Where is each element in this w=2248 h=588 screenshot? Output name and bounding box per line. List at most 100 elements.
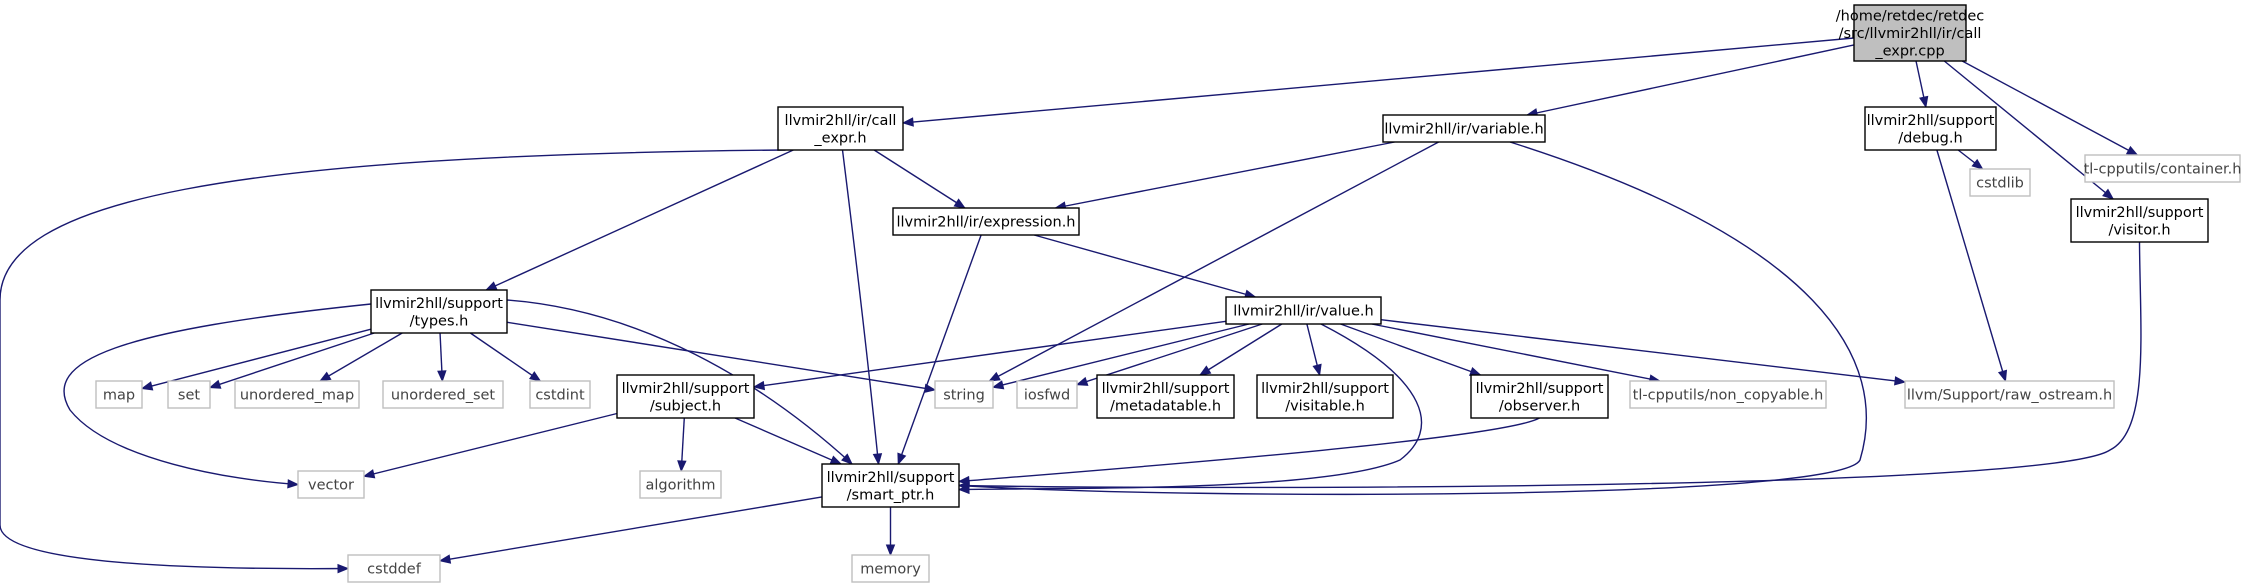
edge-variable_h-to-string (988, 141, 1439, 382)
edge-expression_h-to-smart_ptr_h (897, 234, 982, 466)
node-observer-h[interactable]: llvmir2hll/support/observer.h (1470, 374, 1609, 419)
node-label: cstddef (367, 562, 422, 578)
edge-types_h-to-map (140, 328, 372, 391)
edge-call_expr_h-to-smart_ptr_h (841, 149, 883, 466)
node-label: iosfwd (1024, 388, 1070, 404)
node-label: /visitor.h (2108, 222, 2170, 238)
edge-expression_h-to-value_h (1033, 234, 1257, 299)
edge-call_expr_h-to-cstddef (0, 149, 786, 574)
node-unordered-set: unordered_set (382, 380, 504, 409)
node-label: algorithm (646, 478, 716, 494)
edge-variable_h-to-smart_ptr_h (957, 141, 1867, 496)
edge-smart_ptr_h-to-cstddef (438, 496, 823, 564)
node-label: /types.h (410, 313, 469, 329)
node-variable-h[interactable]: llvmir2hll/ir/variable.h (1382, 114, 1546, 143)
node-label: llvmir2hll/ir/variable.h (1384, 122, 1543, 138)
edge-value_h-to-smart_ptr_h (957, 323, 1423, 495)
edge-value_h-to-visitable_h (1306, 323, 1322, 377)
node-smart-ptr-h[interactable]: llvmir2hll/support/smart_ptr.h (821, 463, 960, 508)
nodes-layer: /home/retdec/retdec/src/llvmir2hll/ir/ca… (95, 4, 2242, 583)
edge-call_expr_h-to-types_h (484, 149, 794, 291)
edge-debug_h-to-cstdlib (1957, 149, 1984, 170)
node-label: llvmir2hll/support (1102, 381, 1230, 397)
edge-debug_h-to-raw_ostream_h (1936, 149, 2008, 383)
edge-types_h-to-string (506, 321, 937, 393)
node-cstdint: cstdint (529, 380, 591, 409)
node-label: cstdlib (1976, 176, 2024, 192)
node-label: llvmir2hll/support (827, 470, 955, 486)
edge-value_h-to-raw_ostream_h (1380, 319, 1907, 386)
node-label: /visitable.h (1285, 398, 1365, 414)
edge-variable_h-to-expression_h (1054, 141, 1395, 211)
edges-layer (0, 37, 2142, 574)
node-label: tl-cpputils/container.h (2084, 162, 2242, 178)
node-map: map (95, 380, 143, 409)
edge-types_h-to-unordered_map (318, 332, 403, 382)
node-label: unordered_map (240, 388, 354, 404)
node-cstddef: cstddef (347, 554, 441, 583)
node-label: llvmir2hll/support (1867, 113, 1995, 129)
node-label: cstdint (535, 388, 585, 404)
node-iosfwd: iosfwd (1016, 380, 1078, 409)
edge-value_h-to-string (991, 323, 1250, 390)
node-label: llvm/Support/raw_ostream.h (1907, 388, 2112, 404)
edge-types_h-to-set (208, 332, 375, 389)
node-label: llvmir2hll/ir/value.h (1233, 304, 1373, 320)
edge-value_h-to-observer_h (1340, 323, 1482, 376)
edge-observer_h-to-smart_ptr_h (957, 417, 1540, 486)
node-metadatable-h[interactable]: llvmir2hll/support/metadatable.h (1096, 374, 1235, 419)
edge-main-to-variable_h (1525, 44, 1855, 118)
node-label: /smart_ptr.h (847, 487, 935, 503)
node-label: _expr.cpp (1874, 44, 1944, 60)
edge-value_h-to-non_copyable_h (1371, 323, 1662, 384)
edge-value_h-to-metadatable_h (1198, 323, 1283, 376)
edge-value_h-to-subject_h (752, 320, 1227, 391)
node-label: llvmir2hll/support (622, 381, 750, 397)
node-unordered-map: unordered_map (234, 380, 360, 409)
node-non-copyable-h: tl-cpputils/non_copyable.h (1629, 380, 1827, 409)
edge-smart_ptr_h-to-memory (885, 507, 896, 557)
node-label: /observer.h (1499, 398, 1580, 414)
node-label: /subject.h (650, 398, 721, 414)
node-label: string (943, 388, 985, 404)
edge-subject_h-to-vector (362, 412, 618, 479)
node-label: memory (860, 562, 921, 578)
node-subject-h[interactable]: llvmir2hll/support/subject.h (616, 374, 755, 419)
node-call-expr-h[interactable]: llvmir2hll/ir/call_expr.h (777, 106, 904, 151)
node-set: set (167, 380, 211, 409)
node-label: set (178, 388, 200, 404)
edge-main-to-call_expr_h (901, 37, 1855, 127)
edge-types_h-to-smart_ptr_h (506, 299, 853, 465)
node-vector: vector (297, 470, 365, 499)
edge-call_expr_h-to-expression_h (873, 149, 967, 209)
node-label: llvmir2hll/support (2076, 205, 2204, 221)
node-label: llvmir2hll/ir/expression.h (897, 215, 1076, 231)
node-raw-ostream-h: llvm/Support/raw_ostream.h (1904, 380, 2115, 409)
node-label: vector (308, 478, 354, 494)
edge-main-to-debug_h (1915, 60, 1929, 109)
node-label: llvmir2hll/support (1261, 381, 1389, 397)
node-debug-h[interactable]: llvmir2hll/support/debug.h (1864, 106, 1997, 151)
edge-types_h-to-vector (63, 303, 372, 489)
node-visitor-h[interactable]: llvmir2hll/support/visitor.h (2070, 198, 2209, 243)
node-label: llvmir2hll/support (375, 296, 503, 312)
node-label: /home/retdec/retdec (1836, 9, 1984, 25)
node-label: llvmir2hll/support (1476, 381, 1604, 397)
node-label: _expr.h (813, 130, 866, 146)
node-main[interactable]: /home/retdec/retdec/src/llvmir2hll/ir/ca… (1836, 4, 1984, 62)
edge-types_h-to-cstdint (469, 332, 542, 382)
node-algorithm: algorithm (639, 470, 722, 499)
node-label: /metadatable.h (1110, 398, 1221, 414)
node-types-h[interactable]: llvmir2hll/support/types.h (370, 289, 508, 334)
node-visitable-h[interactable]: llvmir2hll/support/visitable.h (1256, 374, 1394, 419)
node-memory: memory (851, 554, 930, 583)
node-value-h[interactable]: llvmir2hll/ir/value.h (1225, 296, 1382, 325)
edge-types_h-to-unordered_set (437, 332, 447, 383)
node-expression-h[interactable]: llvmir2hll/ir/expression.h (892, 207, 1080, 236)
node-container-h: tl-cpputils/container.h (2084, 154, 2242, 183)
node-label: llvmir2hll/ir/call (785, 113, 897, 129)
edge-subject_h-to-algorithm (677, 417, 687, 473)
node-string: string (934, 380, 994, 409)
node-label: map (103, 388, 135, 404)
